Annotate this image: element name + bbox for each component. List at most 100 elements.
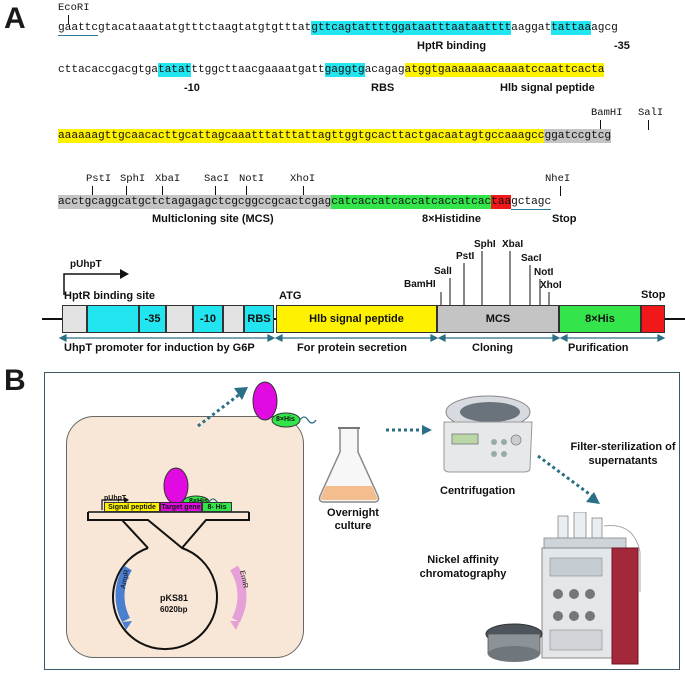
seq2-plain-a: cttacaccgacgtga bbox=[58, 64, 158, 76]
label-hptr-binding: HptR binding bbox=[417, 40, 487, 52]
map-box-mcs: MCS bbox=[437, 305, 559, 333]
seq2-signal-peptide: atggtgaaaaaaacaaaatccaattcacta bbox=[404, 63, 605, 77]
arrow-to-centrifuge bbox=[386, 425, 432, 435]
seq2-plain-c: acagag bbox=[364, 64, 405, 76]
secreted-protein-icon bbox=[252, 381, 317, 428]
cell-box-his: 8- His bbox=[202, 502, 232, 512]
site-saci-seq: SacI bbox=[204, 173, 230, 185]
map-site-saci: SacI bbox=[521, 253, 542, 264]
site-sphi-seq: SphI bbox=[120, 173, 146, 185]
map-box-his: 8×His bbox=[559, 305, 641, 333]
map-region-arrows bbox=[58, 334, 666, 342]
tick-xbai bbox=[162, 186, 163, 196]
site-noti-seq: NotI bbox=[239, 173, 265, 185]
seq1-plain-a: gtacataaatatgtttctaagtatgtgtttat bbox=[97, 22, 312, 34]
map-site-ticks bbox=[440, 251, 550, 305]
site-sali-seq: SalI bbox=[638, 107, 664, 119]
sequence-line-1: gaattcgtacataaatatgtttctaagtatgtgtttatgt… bbox=[58, 21, 618, 36]
map-box-rbs: RBS bbox=[244, 305, 274, 333]
cell-body bbox=[66, 416, 304, 658]
plasmid-name: pKS81 bbox=[160, 593, 189, 603]
cell-his-tag-label: 8×His bbox=[189, 498, 208, 505]
tick-sali bbox=[648, 120, 649, 130]
tick-saci bbox=[215, 186, 216, 196]
label-mcs: Multicloning site (MCS) bbox=[152, 213, 274, 225]
map-box-spacer-1 bbox=[62, 305, 87, 333]
map-box-stop bbox=[641, 305, 665, 333]
secreted-his-label: 8×His bbox=[276, 416, 295, 423]
map-bottom-secretion: For protein secretion bbox=[297, 342, 408, 354]
map-promoter-arrow bbox=[63, 269, 129, 295]
step-overnight-label: Overnight culture bbox=[327, 507, 379, 532]
label-his: 8×Histidine bbox=[422, 213, 481, 225]
seq1-plain-b: aaggat bbox=[511, 22, 552, 34]
map-box-spacer-3 bbox=[223, 305, 244, 333]
panel-b-frame bbox=[44, 372, 680, 670]
seq2-plain-b: ttggcttaacgaaaatgatt bbox=[191, 64, 325, 76]
map-hptr-site-label: HptR binding site bbox=[64, 290, 156, 302]
map-site-sali: SalI bbox=[434, 266, 452, 277]
cell-box-target: Target gene bbox=[160, 502, 202, 512]
step-centrifugation-label: Centrifugation bbox=[440, 485, 516, 497]
secretion-arrow bbox=[197, 387, 248, 428]
centrifuge-icon bbox=[443, 395, 533, 473]
label-hlb-signal: Hlb signal peptide bbox=[500, 82, 595, 94]
map-stop-label: Stop bbox=[641, 289, 666, 301]
tick-xhoi bbox=[303, 186, 304, 196]
chromatography-instrument-icon bbox=[485, 512, 641, 665]
map-box-minus10: -10 bbox=[193, 305, 223, 333]
cell-puhpt-label: pUhpT bbox=[104, 495, 127, 502]
step-nickel-label: Nickel affinity chromatography bbox=[419, 554, 507, 580]
map-bottom-promoter: UhpT promoter for induction by G6P bbox=[64, 342, 255, 354]
map-site-sphi: SphI bbox=[474, 239, 496, 250]
map-site-bamhi: BamHI bbox=[404, 279, 436, 290]
tick-nhei bbox=[560, 186, 561, 196]
sequence-line-2: cttacaccgacgtgatatatttggcttaacgaaaatgatt… bbox=[58, 63, 605, 77]
seq4-histidine: catcaccatcaccatcaccatcac bbox=[331, 195, 492, 209]
map-bottom-cloning: Cloning bbox=[472, 342, 513, 354]
site-xhoi-seq: XhoI bbox=[290, 173, 316, 185]
map-box-hptr bbox=[87, 305, 139, 333]
plasmid-size: 6020bp bbox=[160, 605, 188, 614]
flask-icon bbox=[318, 427, 380, 503]
site-ecori: EcoRI bbox=[58, 2, 90, 14]
seq2-minus10: tatat bbox=[157, 63, 192, 77]
map-atg-label: ATG bbox=[279, 290, 302, 302]
sequence-line-3: aaaaaagttgcaacacttgcattagcaaatttatttatta… bbox=[58, 129, 612, 143]
cell-graphics bbox=[87, 467, 250, 651]
label-minus10: -10 bbox=[184, 82, 200, 94]
map-bottom-purification: Purification bbox=[568, 342, 629, 354]
sequence-line-4: acctgcaggcatgctctagagagctcgcggccgcactcga… bbox=[58, 195, 552, 210]
panel-b-letter: B bbox=[4, 364, 26, 397]
seq4-nhei-site: gctagc bbox=[511, 195, 552, 210]
map-site-xhoi: XhoI bbox=[540, 280, 562, 291]
map-puhpt-label: pUhpT bbox=[70, 259, 102, 270]
seq1-plain-c: agcg bbox=[591, 22, 618, 34]
site-nhei-seq: NheI bbox=[545, 173, 571, 185]
tick-sphi bbox=[126, 186, 127, 196]
seq3-mcs-start: ggatccgtcg bbox=[544, 129, 612, 143]
panel-a-letter: A bbox=[4, 2, 26, 35]
seq4-mcs: acctgcaggcatgctctagagagctcgcggccgcactcga… bbox=[58, 195, 332, 209]
seq1-hptr-binding: gttcagtattttggataatttaataatttt bbox=[311, 21, 512, 35]
tick-ecori bbox=[68, 15, 69, 24]
tick-bamhi bbox=[600, 120, 601, 130]
label-rbs: RBS bbox=[371, 82, 395, 94]
step-filter-label: Filter-sterilization of supernatants bbox=[570, 441, 676, 467]
seq1-ecori-site: gaattc bbox=[58, 21, 98, 36]
site-psti-seq: PstI bbox=[86, 173, 112, 185]
map-box-minus35: -35 bbox=[139, 305, 166, 333]
map-box-spacer-2 bbox=[166, 305, 193, 333]
map-site-psti: PstI bbox=[456, 251, 475, 262]
site-xbai-seq: XbaI bbox=[155, 173, 181, 185]
map-site-noti: NotI bbox=[534, 267, 554, 278]
arrow-to-chromatography bbox=[537, 454, 600, 504]
seq1-minus35: tattaa bbox=[551, 21, 592, 35]
map-site-xbai: XbaI bbox=[502, 239, 524, 250]
seq3-signal-peptide: aaaaaagttgcaacacttgcattagcaaatttatttatta… bbox=[58, 129, 545, 143]
seq2-rbs: gaggtg bbox=[324, 63, 365, 77]
label-minus35: -35 bbox=[614, 40, 630, 52]
map-box-signal: Hlb signal peptide bbox=[276, 305, 437, 333]
seq4-stop: taa bbox=[491, 195, 512, 209]
tick-noti bbox=[246, 186, 247, 196]
